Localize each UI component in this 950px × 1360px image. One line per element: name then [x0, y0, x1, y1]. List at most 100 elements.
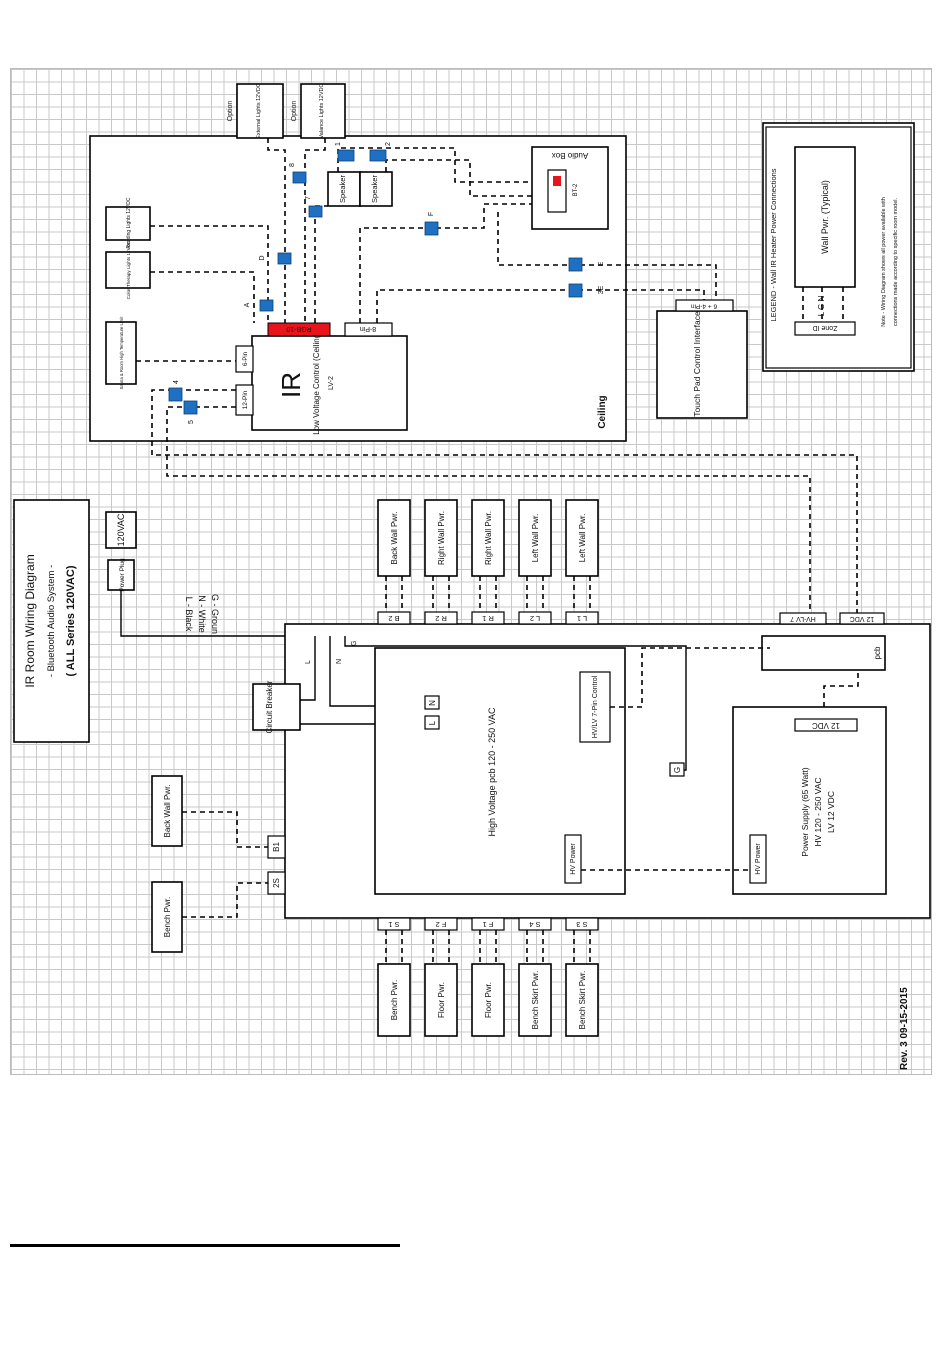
- valance-lights-box: [300, 83, 346, 139]
- lv-control-model: LV-2: [328, 376, 335, 390]
- pcb-hvlv-port: [779, 612, 827, 625]
- lv-6pin-label: 6-Pin: [243, 352, 249, 366]
- left-back-wall-pwr-box: [151, 775, 183, 847]
- hv-lv-control-connector: [579, 671, 611, 743]
- bottom-heater-5-label: Bench Skirt Pwr.: [578, 971, 587, 1030]
- marker-a: [259, 299, 274, 312]
- marker-label-e: E: [598, 261, 605, 266]
- psu-12vdc-label: 12 VDC: [812, 721, 840, 730]
- title-block: IR Room Wiring Diagram - Bluetooth Audio…: [13, 499, 90, 743]
- top-heater-1-conn: [377, 611, 411, 625]
- marker-f: [424, 221, 439, 236]
- rgb-connector: [267, 322, 331, 337]
- psu-line3: LV 12 VDC: [826, 791, 836, 833]
- lv-8pin-port: [344, 322, 393, 337]
- rgb-connector-label: RGB-10: [286, 325, 311, 332]
- lv-12pin-label: 12-Pin: [242, 390, 249, 409]
- top-heater-5-box: [565, 499, 599, 577]
- marker-label-7: 7: [305, 196, 312, 200]
- wire-color-legend: L - Black N - White G - Groun: [184, 594, 220, 634]
- main-n-label: N: [336, 659, 343, 664]
- bottom-heater-4-conn-label: S 4: [529, 920, 540, 929]
- top-heater-1-label: Back Wall Pwr.: [390, 511, 399, 564]
- bottom-heater-2-label: Floor Pwr.: [437, 982, 446, 1018]
- bottom-heater-3-conn: [471, 917, 505, 931]
- top-heater-3-label: Right Wall Pwr.: [484, 511, 493, 565]
- marker-label-a: A: [244, 302, 251, 307]
- hv-pcb-power-port: [564, 834, 582, 884]
- speaker-2-box: [359, 171, 393, 207]
- hv-pcb-power-label: HV Power: [570, 843, 577, 875]
- psu-hv-power-label: HV Power: [755, 843, 762, 875]
- circuit-breaker: [252, 683, 301, 731]
- bottom-heater-3-box: [471, 963, 505, 1037]
- wire-legend-l: L - Black: [184, 597, 194, 632]
- top-heater-3-box: [471, 499, 505, 577]
- top-heater-2-box: [424, 499, 458, 577]
- audio-box-label: Audio Box: [552, 151, 588, 160]
- touch-pad-box: [656, 310, 748, 419]
- psu-line2: HV 120 - 250 VAC: [813, 777, 823, 846]
- marker-label-4: 4: [173, 380, 180, 384]
- touch-pad-port-label: 6 + 4-Pin: [691, 302, 718, 309]
- left-heater-group: Back Wall Pwr. Bench Pwr. B1 2S: [151, 775, 286, 953]
- option-1-label: Option: [227, 101, 234, 122]
- valance-lights-label: Valance Lights 12VDC: [319, 84, 325, 139]
- hv-pcb-g-label: G: [673, 767, 682, 773]
- bottom-heater-2-conn: [424, 917, 458, 931]
- bottom-heater-1-box: [377, 963, 411, 1037]
- hv-pcb-l-label: L: [428, 720, 437, 725]
- conn-b1-label: B1: [272, 842, 281, 852]
- marker-label-d: D: [259, 255, 266, 260]
- pcb-12vdc-port: [839, 612, 885, 625]
- top-heater-4-label: Left Wall Pwr.: [531, 514, 540, 563]
- top-heater-3-conn-label: R 1: [482, 614, 494, 623]
- legend-lgn-label: L G N: [817, 295, 826, 316]
- marker-e: [568, 257, 583, 272]
- revision-label: Rev. 3 09-15-2015: [899, 987, 910, 1070]
- lv-8pin-label: 8-Pin: [360, 325, 376, 332]
- sensor-label: Sauna & Room High Temperature Limit: [119, 316, 124, 390]
- external-lights-label: External Lights 12VDC: [256, 83, 262, 139]
- conn-2s-label: 2S: [272, 878, 281, 888]
- reading-lights-label: Reading Lights 12VDC: [126, 197, 132, 248]
- connector-markers: [168, 149, 583, 415]
- hv-pcb-n-terminal: [424, 695, 440, 710]
- option-2-label: Option: [291, 101, 298, 122]
- top-heater-5-conn: [565, 611, 599, 625]
- marker-8: [292, 171, 307, 184]
- bottom-heater-3-conn-label: F 1: [483, 920, 494, 929]
- hv-pcb-l-terminal: [424, 715, 440, 730]
- reading-lights-box: [105, 206, 151, 241]
- top-heater-5-conn-label: L 1: [577, 614, 587, 623]
- marker-label-3e: 3E: [598, 285, 605, 294]
- marker-label-1: 1: [335, 142, 342, 146]
- psu-12vdc-port: [794, 718, 858, 732]
- title-line2: - Bluetooth Audio System -: [46, 565, 57, 677]
- legend-zone-id-label: Zone ID: [813, 324, 838, 331]
- top-heater-3-conn: [471, 611, 505, 625]
- top-heater-4-conn: [518, 611, 552, 625]
- audio-box: [531, 146, 609, 230]
- top-heater-2-label: Right Wall Pwr.: [437, 511, 446, 565]
- left-back-wall-pwr-label: Back Wall Pwr.: [163, 784, 172, 837]
- speaker-1-label: Speaker: [338, 175, 347, 203]
- bottom-heater-4-label: Bench Skirt Pwr.: [531, 971, 540, 1030]
- marker-2: [369, 149, 387, 162]
- bottom-heater-1-conn-label: S 1: [388, 920, 399, 929]
- bottom-heater-2-conn-label: F 2: [436, 920, 447, 929]
- footer-rule: [10, 1244, 400, 1247]
- color-therapy-box: [105, 251, 151, 289]
- pcb-hvlv-label: HV-LV 7: [790, 615, 816, 622]
- hv-lv-control-label: HV/LV 7-Pin Control: [592, 675, 599, 738]
- marker-label-2: 2: [385, 142, 392, 146]
- bottom-heater-1-label: Bench Pwr.: [390, 980, 399, 1020]
- legend-title: LEGEND - Wall IR Heater Power Connection…: [769, 168, 778, 321]
- legend-wall-pwr-box: [794, 146, 856, 288]
- top-heater-1-conn-label: B 2: [388, 614, 399, 623]
- bottom-heater-5-conn-label: S 3: [576, 920, 587, 929]
- pcb-12vdc-label: 12 VDC: [850, 615, 875, 622]
